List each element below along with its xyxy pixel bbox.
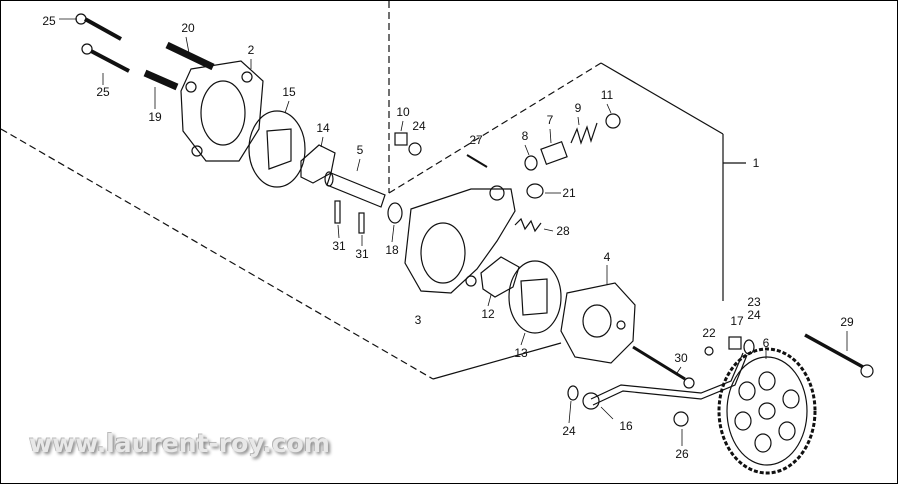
washer-18 xyxy=(387,202,403,224)
washer-24-lower xyxy=(567,385,579,401)
assembly-frame-lines xyxy=(1,1,602,380)
callout-31: 31 xyxy=(355,247,369,261)
callout-1: 1 xyxy=(752,156,760,170)
washer-24-top xyxy=(408,142,422,156)
sprocket-6 xyxy=(717,347,817,475)
callout-21: 21 xyxy=(562,186,576,200)
collar-10 xyxy=(394,132,408,146)
callout-12: 12 xyxy=(481,307,495,321)
callout-8: 8 xyxy=(521,129,529,143)
callout-7: 7 xyxy=(546,113,554,127)
washer-22 xyxy=(704,346,714,356)
bolt-25-lower xyxy=(81,43,130,73)
callout-24: 24 xyxy=(562,424,576,438)
inner-rotor-12 xyxy=(480,256,520,298)
callout-20: 20 xyxy=(181,21,195,35)
callout-11: 11 xyxy=(600,88,614,102)
callout-27: 27 xyxy=(469,133,483,147)
bolt-11 xyxy=(605,113,621,129)
outer-rotor-15 xyxy=(248,110,306,188)
pump-cover-4 xyxy=(560,282,636,364)
seal-8 xyxy=(524,155,538,171)
callout-30: 30 xyxy=(674,351,688,365)
callout-6: 6 xyxy=(762,336,770,350)
callout-5: 5 xyxy=(356,143,364,157)
pin-31a xyxy=(334,200,341,224)
callout-13: 13 xyxy=(514,346,528,360)
callout-17: 17 xyxy=(730,314,744,328)
callout-23: 23 xyxy=(747,295,761,309)
collar-17 xyxy=(728,336,742,350)
pin-19 xyxy=(143,69,179,91)
callout-18: 18 xyxy=(385,243,399,257)
callout-10: 10 xyxy=(396,105,410,119)
callout-2: 2 xyxy=(247,43,255,57)
bolt-29 xyxy=(804,333,874,378)
plunger-7 xyxy=(540,140,568,166)
nut-26 xyxy=(673,411,689,427)
bolt-25-top xyxy=(75,13,122,41)
callout-14: 14 xyxy=(316,121,330,135)
shaft-5 xyxy=(324,171,386,208)
oil-pipe-16 xyxy=(582,352,748,410)
spring-28 xyxy=(514,217,542,233)
callout-9: 9 xyxy=(574,101,582,115)
pump-cover-2 xyxy=(180,60,264,162)
callout-24: 24 xyxy=(747,308,761,322)
callout-25: 25 xyxy=(42,14,56,28)
assembly-frame-solid xyxy=(432,62,746,380)
pin-31b xyxy=(358,212,365,234)
callout-15: 15 xyxy=(282,85,296,99)
callout-28: 28 xyxy=(556,224,570,238)
plug-21 xyxy=(526,183,544,199)
callout-24: 24 xyxy=(412,119,426,133)
callout-4: 4 xyxy=(603,250,611,264)
callout-22: 22 xyxy=(702,326,716,340)
callout-31: 31 xyxy=(332,239,346,253)
callout-29: 29 xyxy=(840,315,854,329)
pump-body-3 xyxy=(404,185,516,294)
callout-19: 19 xyxy=(148,110,162,124)
watermark: www.laurent-roy.com xyxy=(29,429,330,458)
callout-26: 26 xyxy=(675,447,689,461)
leader-lines xyxy=(59,18,848,446)
spring-9 xyxy=(570,122,598,145)
callout-16: 16 xyxy=(619,419,633,433)
outer-rotor-13 xyxy=(508,260,562,334)
pin-27 xyxy=(466,154,488,168)
callout-25: 25 xyxy=(96,85,110,99)
callout-3: 3 xyxy=(414,313,422,327)
bolt-30 xyxy=(632,345,695,389)
pin-20 xyxy=(165,41,215,71)
